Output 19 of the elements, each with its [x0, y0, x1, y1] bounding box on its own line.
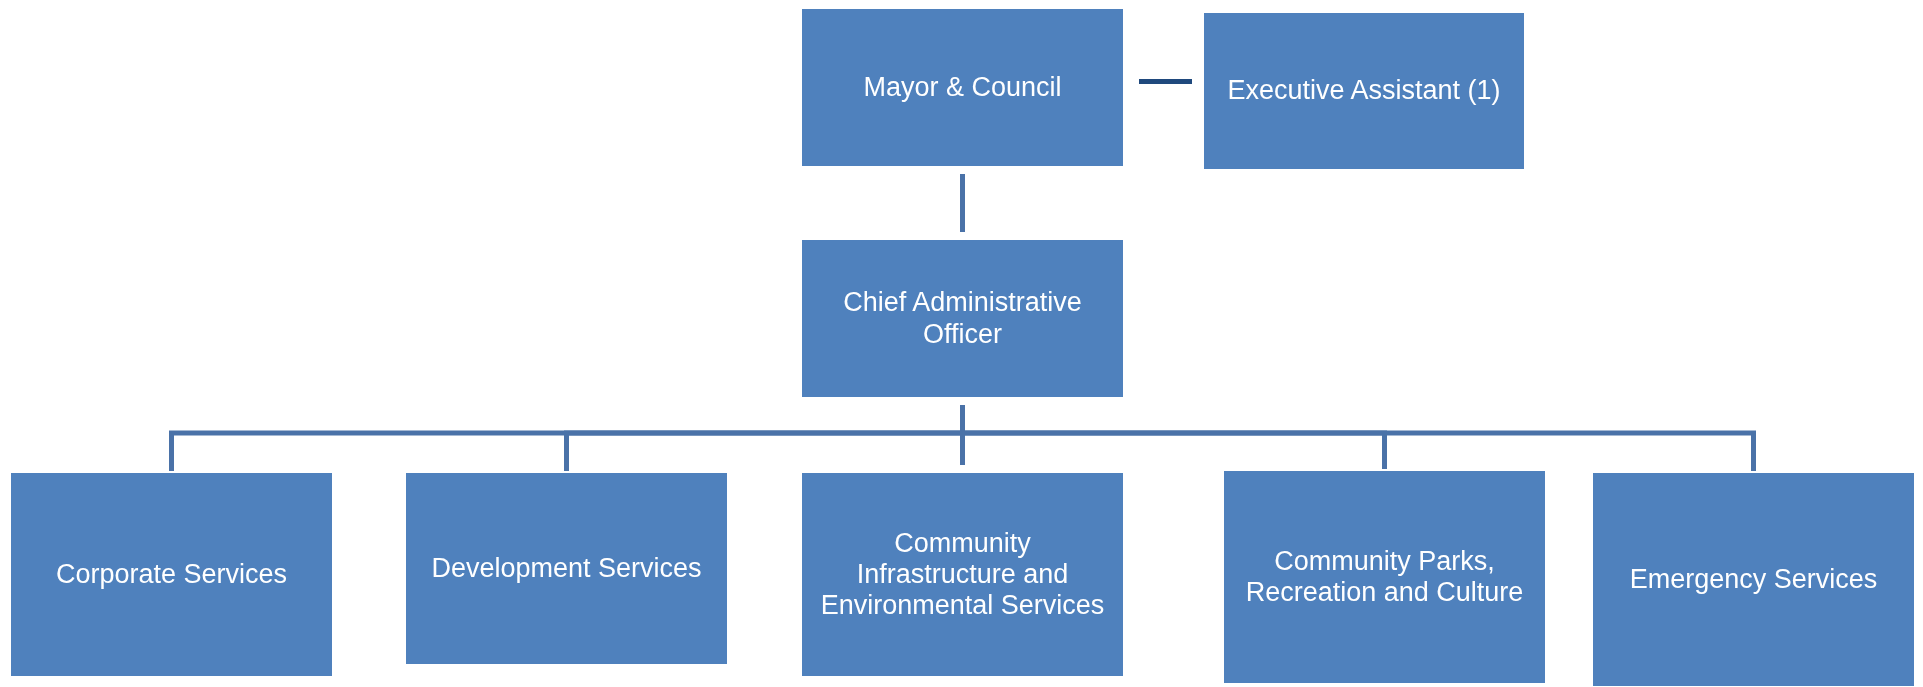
box-label: Community Parks, Recreation and Culture: [1244, 545, 1525, 609]
org-box: [802, 240, 1123, 397]
box-label: Chief Administrative Officer: [842, 287, 1083, 350]
org-box: [1204, 13, 1524, 169]
box-label: Community Infrastructure and Environmental Services: [819, 527, 1106, 622]
connector-line: [960, 174, 965, 232]
org-box: [406, 473, 727, 664]
box-label: Executive Assistant (1): [1227, 75, 1501, 107]
box-label: Corporate Services: [55, 558, 288, 590]
org-box: [1224, 471, 1545, 683]
box-label: Mayor & Council: [863, 71, 1062, 103]
org-box: [802, 9, 1123, 166]
org-box: [802, 473, 1123, 676]
box-label: Development Services: [431, 552, 702, 584]
box-label: Emergency Services: [1629, 563, 1878, 595]
org-box: [1593, 473, 1914, 686]
connector-line: [1139, 79, 1192, 84]
connector-line: [960, 405, 1756, 471]
org-box: [11, 473, 332, 676]
